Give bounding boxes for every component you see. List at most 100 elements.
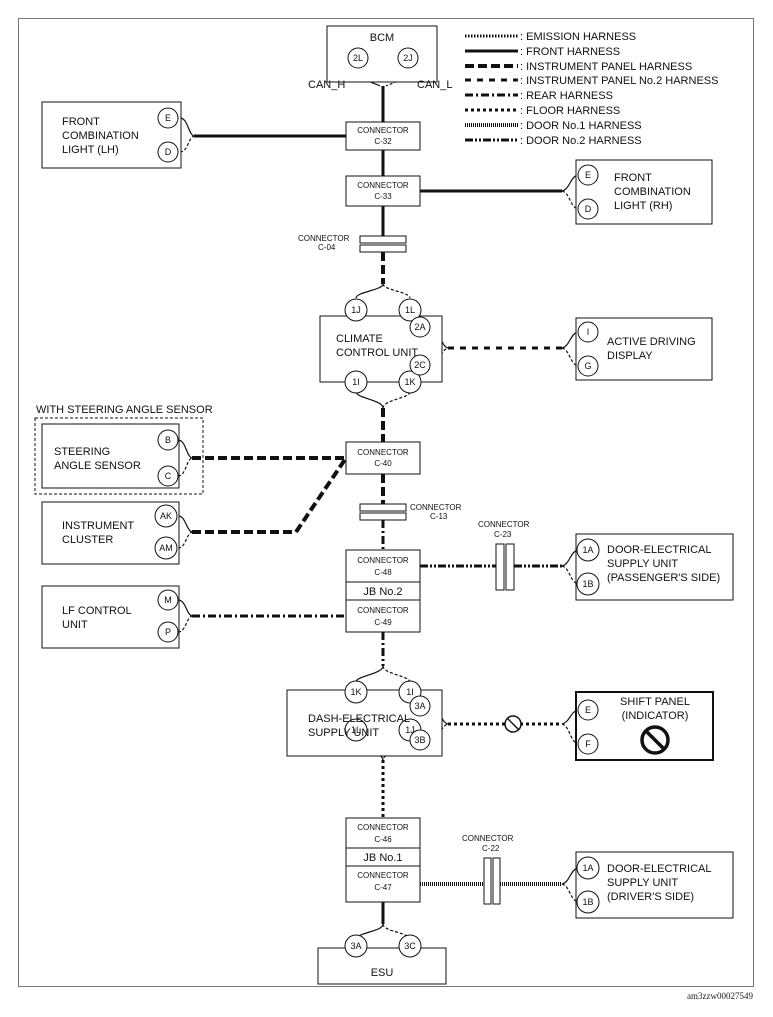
connector-label: CONNECTOR: [298, 234, 350, 243]
climate-control-unit: 1J 1L 1I 1K 2A 2C CLIMATE CONTROL UNIT: [319, 298, 443, 394]
climate-pin-1l: 1L: [405, 305, 415, 315]
fl-lh-line1: FRONT: [62, 116, 100, 128]
prohibition-large-icon: [640, 725, 670, 755]
sp-pin-f: F: [585, 739, 591, 749]
ad-pin-g: G: [584, 361, 591, 371]
sp-f-wire: [561, 723, 579, 745]
junction-block-1: JB No.1: [345, 847, 421, 867]
dp-pin-1a: 1A: [582, 545, 593, 555]
pin-circle: [157, 465, 179, 487]
can-l-label: CAN_L: [417, 79, 452, 91]
prohibition-small-icon: [504, 715, 522, 733]
lf-control-unit: LF CONTROL UNIT M P: [41, 585, 180, 649]
connector-label: CONNECTOR: [462, 834, 514, 843]
ic-ak-wire: [177, 515, 193, 533]
sas-line2: ANGLE SENSOR: [54, 460, 141, 472]
pin-circle: [398, 298, 422, 322]
connector-c33: CONNECTOR C-33: [345, 175, 421, 207]
pin-circle: [577, 355, 599, 377]
dash-pin-1l: 1L: [351, 725, 361, 735]
legend-label: : INSTRUMENT PANEL No.2 HARNESS: [520, 75, 718, 87]
legend-label: : REAR HARNESS: [520, 90, 613, 102]
pin-circle: [577, 198, 599, 220]
fl-lh-e-wire: [179, 117, 195, 137]
fl-lh-pin-e: E: [165, 113, 171, 123]
dp-pin-1b: 1B: [582, 579, 593, 589]
steering-option-frame: [34, 417, 204, 495]
pin-circle: [576, 856, 600, 880]
lf-m-wire: [177, 599, 193, 617]
pin-circle: [577, 164, 599, 186]
legend-label: : INSTRUMENT PANEL HARNESS: [520, 61, 692, 73]
ic-pin-am: AM: [159, 543, 173, 553]
connector-c04: CONNECTOR C-04: [298, 234, 407, 253]
connector-c23: CONNECTOR C-23: [478, 520, 530, 591]
legend-ip2: : INSTRUMENT PANEL No.2 HARNESS: [465, 75, 718, 87]
lf-pin-m: M: [164, 595, 172, 605]
junction-block-2: JB No.2: [345, 581, 421, 601]
climate-pin-1k: 1K: [404, 377, 415, 387]
fl-rh-line3: LIGHT (RH): [614, 200, 672, 212]
legend-front: : FRONT HARNESS: [465, 46, 620, 58]
esu-pin-3a: 3A: [350, 941, 361, 951]
pin-circle: [409, 729, 431, 751]
connector-label: CONNECTOR: [357, 871, 409, 880]
connector-label: CONNECTOR: [357, 126, 409, 135]
climate-1l-wire: [382, 283, 411, 299]
dd-pin-1a: 1A: [582, 863, 593, 873]
dd-line3: (DRIVER'S SIDE): [607, 891, 694, 903]
legend-label: : DOOR No.2 HARNESS: [520, 135, 642, 147]
connector-code: C-33: [374, 192, 392, 201]
pin-circle: [344, 298, 368, 322]
pin-circle: [577, 699, 599, 721]
bcm-name: BCM: [370, 32, 394, 44]
climate-pin-1i: 1I: [352, 377, 360, 387]
connector-code: C-23: [494, 530, 512, 539]
door-supply-passenger: 1A 1B DOOR-ELECTRICAL SUPPLY UNIT (PASSE…: [575, 533, 734, 601]
pin-circle: [576, 538, 600, 562]
esu-pin-3c: 3C: [404, 941, 416, 951]
esu-unit: 3A 3C ESU: [317, 934, 447, 985]
connector-code: C-47: [374, 883, 392, 892]
front-light-lh: FRONT COMBINATION LIGHT (LH) E D: [41, 101, 182, 169]
pin-circle: [157, 589, 179, 611]
shift-panel: E F SHIFT PANEL (INDICATOR): [575, 691, 714, 761]
climate-pin-2a: 2A: [414, 322, 425, 332]
jb2-name: JB No.2: [363, 586, 402, 598]
connector-code: C-22: [482, 844, 500, 853]
pin-circle: [344, 718, 368, 742]
climate-pin-2c: 2C: [414, 360, 426, 370]
pin-circle: [409, 316, 431, 338]
pin-circle: [157, 107, 179, 129]
pin-circle: [344, 934, 368, 958]
pin-circle: [409, 695, 431, 717]
diagram-frame: [18, 18, 754, 987]
ad-line2: DISPLAY: [607, 350, 653, 362]
front-light-rh: E D FRONT COMBINATION LIGHT (RH): [575, 159, 713, 225]
connector-c32: CONNECTOR C-32: [345, 121, 421, 151]
ic-am-wire: [177, 531, 193, 549]
fl-lh-line2: COMBINATION: [62, 130, 139, 142]
fl-lh-line3: LIGHT (LH): [62, 144, 119, 156]
sp-pin-e: E: [585, 705, 591, 715]
steering-angle-sensor: STEERING ANGLE SENSOR B C: [41, 423, 180, 489]
fl-rh-pin-d: D: [585, 204, 592, 214]
connector-c22: CONNECTOR C-22: [462, 834, 514, 905]
sp-line1: SHIFT PANEL: [620, 696, 690, 708]
dd-pin-1b: 1B: [582, 897, 593, 907]
dash-1k-wire: [355, 665, 384, 683]
sas-line1: STEERING: [54, 446, 110, 458]
connector-code: C-48: [374, 568, 392, 577]
fl-lh-d-wire: [179, 135, 195, 153]
esu-name: ESU: [371, 967, 394, 979]
climate-pin-1j: 1J: [351, 305, 361, 315]
lf-line1: LF CONTROL: [62, 605, 132, 617]
bcm-pin-2j: 2J: [403, 53, 413, 63]
legend-door2: : DOOR No.2 HARNESS: [465, 135, 642, 147]
connector-code: C-40: [374, 459, 392, 468]
dash-pin-1k: 1K: [350, 687, 361, 697]
connector-code: C-46: [374, 835, 392, 844]
legend-emission: : EMISSION HARNESS: [465, 31, 636, 43]
sas-c-wire: [177, 457, 193, 477]
legend-door1: : DOOR No.1 HARNESS: [465, 120, 642, 132]
